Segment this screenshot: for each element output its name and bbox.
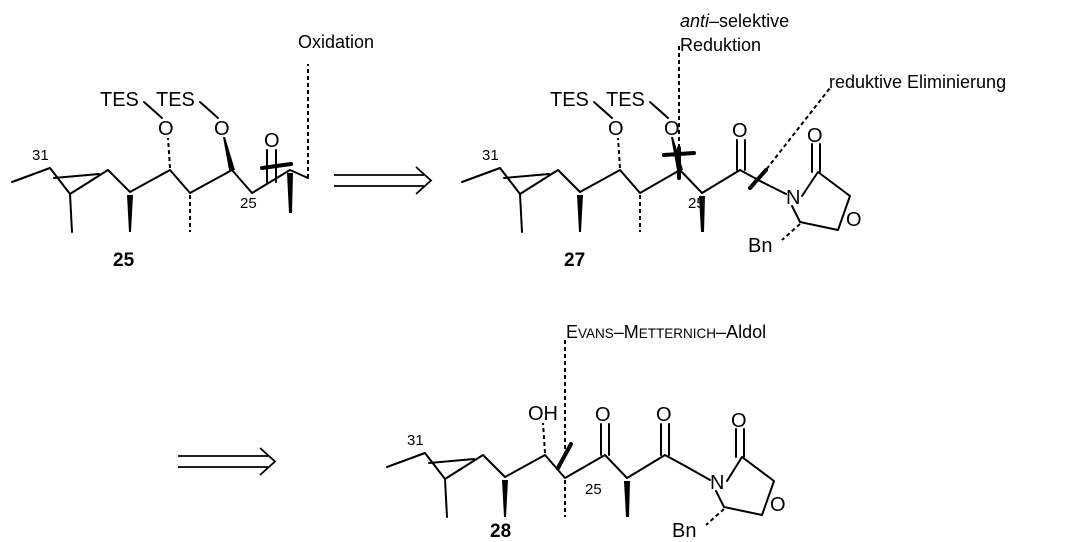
hydroxyl-label: OH	[528, 403, 558, 425]
methyl-bond	[69, 193, 73, 233]
oxygen-label: O	[732, 120, 748, 142]
nitrogen-label: N	[786, 187, 800, 209]
wedge-methyl	[624, 481, 630, 517]
oxygen-label: O	[846, 209, 862, 231]
hash-otes	[617, 137, 621, 169]
amide-bond	[761, 181, 787, 195]
o-tes-bond	[649, 101, 669, 119]
compound-number-25: 25	[113, 250, 135, 271]
hash-otes	[167, 137, 171, 169]
hash-bn	[781, 223, 801, 241]
molecule-28: OH O O O N O Bn 31 25 EVANS–METTERNICH–A…	[386, 322, 786, 542]
compound-number-27: 27	[564, 250, 585, 271]
anti-selective-label: anti–selektive	[680, 11, 789, 31]
tes-label: TES	[550, 89, 589, 111]
wedge-methyl	[287, 173, 293, 213]
oxygen-label: O	[656, 404, 672, 426]
o-tes-bond	[199, 101, 219, 119]
methyl-bond	[444, 478, 448, 518]
oxygen-label: O	[731, 410, 747, 432]
carbon-chain	[11, 167, 309, 195]
nitrogen-label: N	[710, 472, 724, 494]
compound-number-28: 28	[490, 521, 511, 542]
oxygen-label: O	[264, 130, 280, 152]
hash-oh	[542, 422, 546, 454]
methyl-bond	[519, 193, 523, 233]
retrosynthesis-arrow	[334, 166, 433, 195]
o-tes-bond	[143, 101, 163, 119]
wedge-methyl	[699, 196, 705, 232]
retrosynthesis-arrow	[178, 447, 277, 476]
molecule-25: TES O TES O O 31 25 Oxidation 25	[11, 32, 374, 271]
carbon-chain	[386, 452, 688, 480]
hash-bn	[705, 508, 725, 526]
wedge-methyl	[577, 195, 583, 232]
amide-bond	[686, 466, 711, 481]
locant-25: 25	[688, 195, 705, 212]
molecule-27: TES O TES O O O N O Bn 31 25 anti–selekt…	[461, 11, 1006, 271]
oxygen-label: O	[608, 118, 624, 140]
disconnection-mark	[260, 162, 293, 170]
reduction-label: Reduktion	[680, 35, 761, 55]
evans-metternich-aldol-label: EVANS–METTERNICH–Aldol	[566, 322, 766, 342]
wedge-methyl	[502, 480, 508, 517]
wedge-otes	[223, 137, 235, 170]
locant-25: 25	[240, 195, 257, 212]
locant-31: 31	[482, 147, 499, 164]
oxygen-label: O	[214, 118, 230, 140]
oxygen-label: O	[770, 494, 786, 516]
carbon-chain	[461, 167, 763, 195]
double-bond	[428, 458, 475, 464]
oxygen-label: O	[807, 125, 823, 147]
oxidation-label: Oxidation	[298, 32, 374, 52]
locant-31: 31	[32, 147, 49, 164]
benzyl-label: Bn	[748, 235, 772, 257]
wedge-methyl	[127, 195, 133, 232]
oxazolidinone-ring	[715, 456, 775, 516]
locant-31: 31	[407, 432, 424, 449]
oxygen-label: O	[158, 118, 174, 140]
disconnection-mark	[662, 151, 696, 157]
tes-label: TES	[606, 89, 645, 111]
tes-label: TES	[156, 89, 195, 111]
oxygen-label: O	[595, 404, 611, 426]
benzyl-label: Bn	[672, 520, 696, 542]
disconnection-leader	[757, 87, 831, 181]
locant-25: 25	[585, 481, 602, 498]
oxygen-label: O	[664, 118, 680, 140]
reductive-elimination-label: reduktive Eliminierung	[829, 72, 1006, 92]
o-tes-bond	[593, 101, 613, 119]
double-bond	[53, 173, 100, 179]
double-bond	[503, 173, 550, 179]
oxazolidinone-ring	[791, 171, 851, 231]
tes-label: TES	[100, 89, 139, 111]
